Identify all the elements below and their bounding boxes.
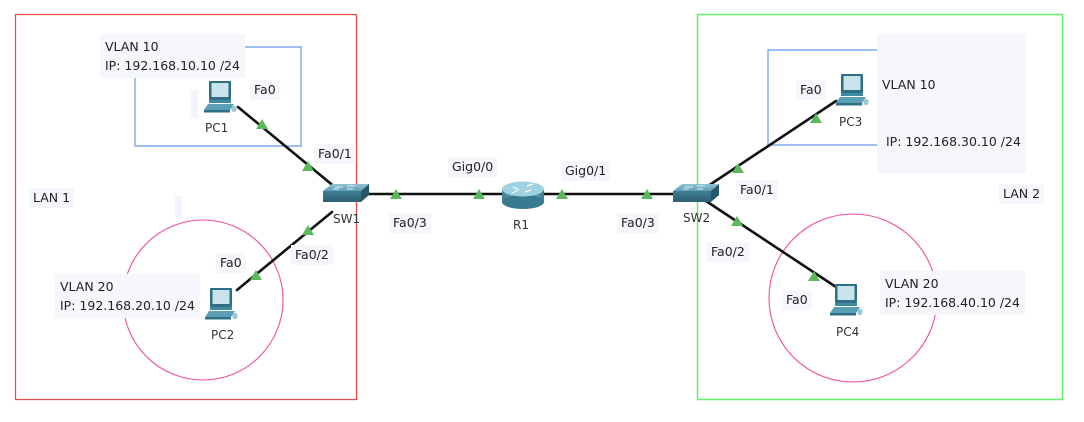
- pc3-name[interactable]: PC3: [839, 115, 863, 129]
- pc4-name[interactable]: PC4: [836, 325, 860, 339]
- pc4-ip-label: IP: 192.168.40.10 /24: [885, 295, 1020, 310]
- port-status-pc3-fa0: [810, 113, 822, 123]
- port-status-r1-gig0-0: [473, 189, 485, 199]
- port-status-pc1-fa0: [256, 119, 268, 129]
- lan1-label: LAN 1: [29, 188, 75, 208]
- port-label-sw2-fa0-3: Fa0/3: [617, 213, 659, 233]
- port-label-r1-gig0-1: Gig0/1: [561, 161, 611, 181]
- port-status-sw1-fa0-3: [390, 189, 402, 199]
- port-status-pc4-fa0: [808, 271, 820, 281]
- port-label-sw2-fa0-1: Fa0/1: [736, 180, 778, 200]
- pc1-vlan-rectangle: [134, 46, 302, 147]
- pc1-icon[interactable]: [204, 81, 237, 113]
- pc2-ip-label: IP: 192.168.20.10 /24: [60, 298, 195, 313]
- pc1-ip-label: IP: 192.168.10.10 /24: [105, 58, 240, 73]
- lan1-area-border: [14, 13, 358, 401]
- pc3-vlan-label: VLAN 10: [882, 77, 936, 92]
- pc2-name[interactable]: PC2: [211, 328, 235, 342]
- port-label-pc3-fa0: Fa0: [796, 80, 826, 100]
- sw1-name[interactable]: SW1: [333, 212, 361, 226]
- switch-sw2-icon[interactable]: [673, 183, 719, 203]
- port-label-r1-gig0-0: Gig0/0: [448, 157, 498, 177]
- pc1-vlan-label: VLAN 10: [105, 39, 159, 54]
- port-label-pc2-fa0: Fa0: [216, 253, 246, 273]
- pc3-vlan-note: VLAN 10 IP: 192.168.30.10 /24: [877, 34, 1026, 173]
- pc2-icon[interactable]: [205, 288, 238, 320]
- port-label-sw1-fa0-1: Fa0/1: [314, 144, 356, 164]
- pc4-vlan-note: VLAN 20 IP: 192.168.40.10 /24: [880, 271, 1025, 315]
- router-r1-icon[interactable]: [501, 180, 545, 210]
- port-status-sw2-fa0-1: [732, 163, 744, 173]
- port-status-sw2-fa0-2: [731, 216, 743, 226]
- pc4-icon[interactable]: [830, 284, 863, 316]
- port-label-sw1-fa0-2: Fa0/2: [291, 245, 333, 265]
- ghost-label: [191, 90, 198, 118]
- port-status-r1-gig0-1: [556, 189, 568, 199]
- pc1-name[interactable]: PC1: [205, 121, 229, 135]
- pc3-ip-label: IP: 192.168.30.10 /24: [882, 134, 1021, 149]
- ghost-label: [175, 196, 182, 218]
- pc3-icon[interactable]: [836, 74, 869, 106]
- port-label-pc4-fa0: Fa0: [782, 290, 812, 310]
- port-status-sw2-fa0-3: [641, 189, 653, 199]
- port-label-sw1-fa0-3: Fa0/3: [389, 213, 431, 233]
- pc2-vlan-label: VLAN 20: [60, 279, 114, 294]
- switch-sw1-icon[interactable]: [323, 183, 369, 203]
- lan2-area-border: [696, 13, 1064, 401]
- pc2-vlan-note: VLAN 20 IP: 192.168.20.10 /24: [55, 274, 200, 318]
- link-sw2-pc3[interactable]: [706, 99, 838, 188]
- pc1-vlan-note: VLAN 10 IP: 192.168.10.10 /24: [100, 34, 245, 78]
- lan2-label: LAN 2: [999, 184, 1045, 204]
- sw2-name[interactable]: SW2: [683, 211, 711, 225]
- pc4-vlan-label: VLAN 20: [885, 276, 939, 291]
- port-status-sw1-fa0-2: [302, 225, 314, 235]
- r1-name[interactable]: R1: [513, 218, 529, 232]
- port-status-sw1-fa0-1: [302, 161, 314, 171]
- link-pc1-sw1[interactable]: [236, 105, 338, 190]
- port-label-pc1-fa0: Fa0: [250, 80, 280, 100]
- port-label-sw2-fa0-2: Fa0/2: [707, 242, 749, 262]
- port-status-pc2-fa0: [250, 270, 262, 280]
